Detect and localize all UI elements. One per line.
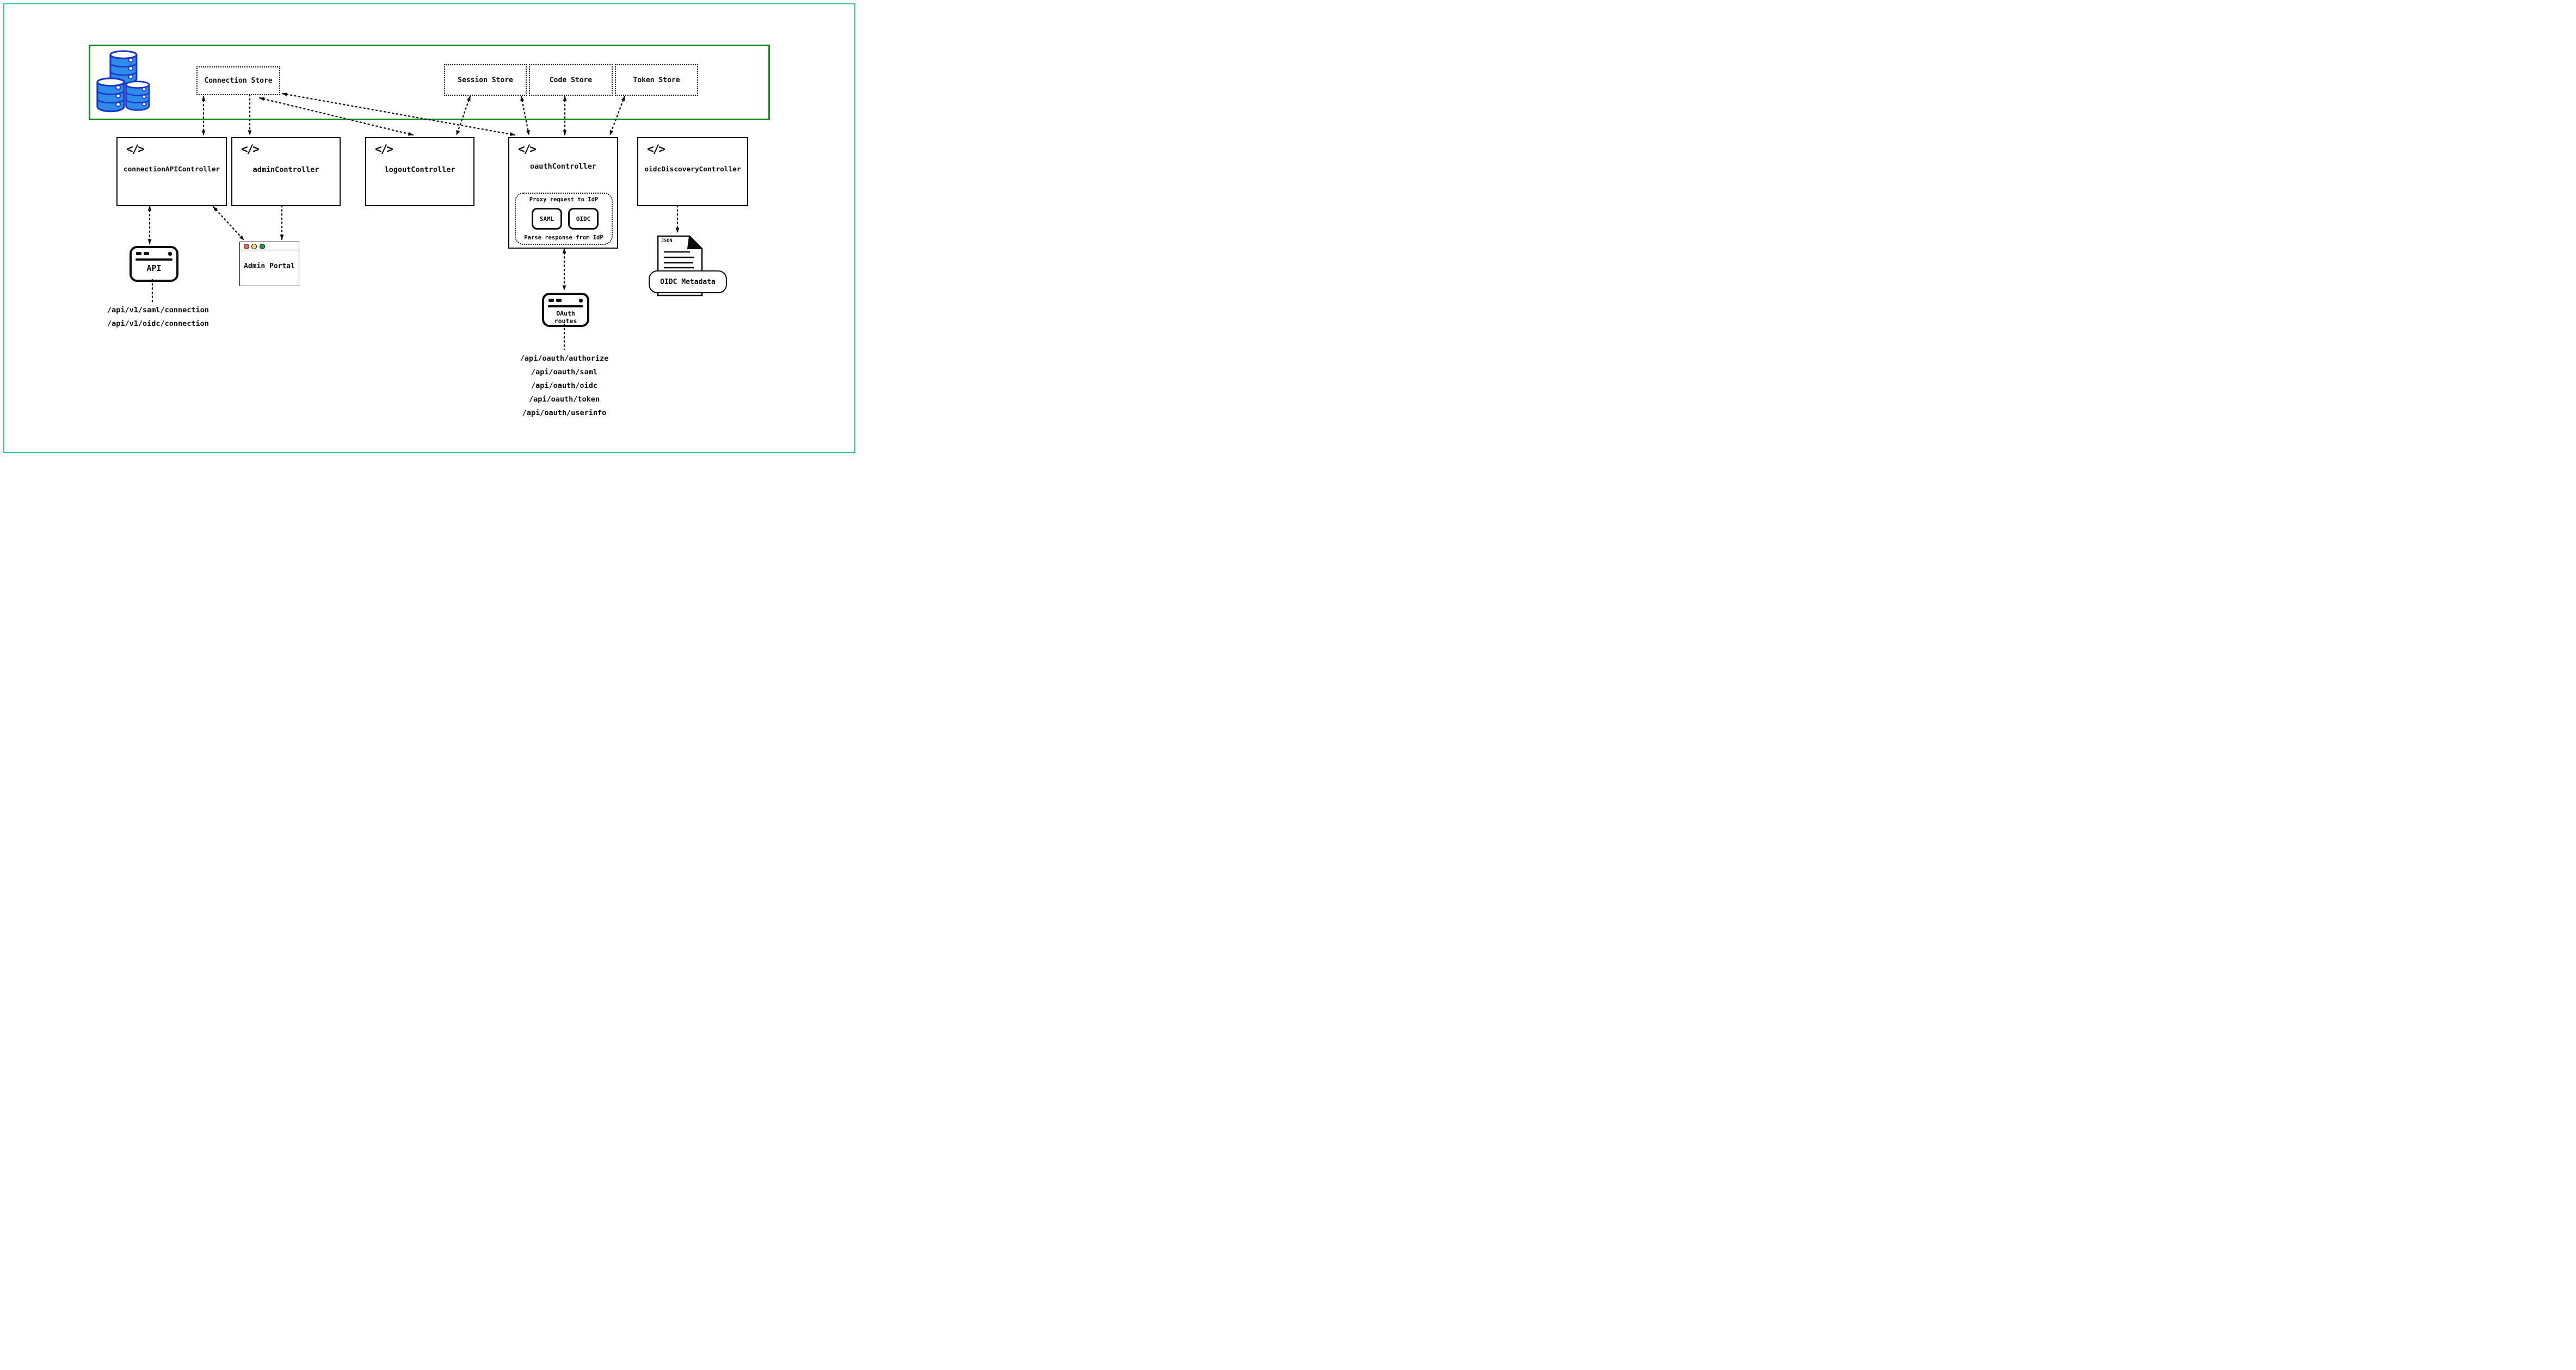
store-code: Code Store bbox=[529, 64, 613, 96]
store-token: Token Store bbox=[615, 64, 698, 96]
code-icon: </> bbox=[126, 143, 145, 156]
oauth-routes-window: OAuth routes bbox=[542, 293, 589, 327]
store-connection-label: Connection Store bbox=[204, 77, 273, 85]
oidc-metadata-document: JSON OIDC Metadata bbox=[649, 234, 732, 298]
window-control-icon bbox=[168, 252, 172, 256]
oidc-label: OIDC bbox=[576, 215, 591, 223]
controller-oidc-discovery-label: oidcDiscoveryController bbox=[644, 165, 741, 174]
controller-connection-api: </> connectionAPIController bbox=[116, 137, 227, 206]
endpoint-item: /api/oauth/token bbox=[528, 395, 600, 404]
minimize-traffic-light-icon bbox=[251, 244, 257, 249]
oauth-routes-label: OAuth routes bbox=[554, 310, 577, 325]
close-traffic-light-icon bbox=[244, 244, 249, 249]
file-type-label: JSON bbox=[661, 238, 673, 244]
admin-portal-label: Admin Portal bbox=[244, 262, 295, 270]
admin-portal-titlebar bbox=[240, 242, 299, 250]
store-token-label: Token Store bbox=[633, 76, 680, 84]
controller-admin-label: adminController bbox=[252, 165, 319, 174]
proxy-request-label: Proxy request to IdP bbox=[529, 196, 599, 203]
controller-logout: </> logoutController bbox=[365, 137, 474, 206]
endpoint-item: /api/oauth/authorize bbox=[520, 354, 609, 363]
endpoint-item: /api/v1/oidc/connection bbox=[107, 319, 209, 328]
oidc-protocol-box: OIDC bbox=[568, 208, 599, 230]
endpoint-item: /api/oauth/oidc bbox=[531, 381, 597, 390]
store-code-label: Code Store bbox=[549, 76, 593, 84]
endpoint-item: /api/oauth/saml bbox=[531, 368, 597, 377]
code-icon: </> bbox=[518, 143, 537, 156]
database-icon bbox=[96, 50, 150, 113]
code-icon: </> bbox=[375, 143, 393, 156]
connection-api-endpoints: /api/v1/saml/connection /api/v1/oidc/con… bbox=[107, 306, 209, 333]
admin-portal-window: Admin Portal bbox=[239, 242, 299, 286]
window-control-icon bbox=[556, 299, 562, 302]
zoom-traffic-light-icon bbox=[260, 244, 265, 249]
window-control-icon bbox=[144, 252, 149, 255]
controller-oidc-discovery: </> oidcDiscoveryController bbox=[637, 137, 748, 206]
window-control-icon bbox=[549, 299, 554, 302]
store-session: Session Store bbox=[444, 64, 527, 96]
oauth-endpoints: /api/oauth/authorize /api/oauth/saml /ap… bbox=[515, 354, 613, 422]
controller-oauth-label: oauthController bbox=[530, 162, 596, 171]
store-connection: Connection Store bbox=[196, 66, 280, 95]
oidc-metadata-caption-text: OIDC Metadata bbox=[660, 277, 716, 286]
window-toolbar-line bbox=[548, 305, 583, 307]
window-toolbar-line bbox=[135, 258, 172, 261]
api-window: API bbox=[130, 246, 178, 282]
controller-oauth: </> oauthController Proxy request to IdP… bbox=[508, 137, 618, 249]
api-window-label: API bbox=[146, 263, 162, 273]
store-session-label: Session Store bbox=[458, 76, 513, 84]
endpoint-item: /api/v1/saml/connection bbox=[107, 306, 209, 314]
endpoint-item: /api/oauth/userinfo bbox=[522, 409, 607, 417]
parse-response-label: Parse response from IdP bbox=[524, 234, 603, 241]
saml-protocol-box: SAML bbox=[532, 208, 562, 230]
code-icon: </> bbox=[241, 143, 260, 156]
diagram-canvas: Connection Store Session Store Code Stor… bbox=[0, 0, 859, 456]
oidc-metadata-caption: OIDC Metadata bbox=[649, 270, 727, 293]
edge-connectionapicontroller-adminportal bbox=[212, 206, 245, 241]
window-control-icon bbox=[136, 252, 141, 255]
code-icon: </> bbox=[647, 143, 665, 156]
controller-admin: </> adminController bbox=[231, 137, 341, 206]
controller-logout-label: logoutController bbox=[384, 165, 455, 174]
window-control-icon bbox=[579, 299, 583, 303]
controller-connection-api-label: connectionAPIController bbox=[123, 165, 220, 174]
saml-label: SAML bbox=[539, 215, 554, 223]
idp-proxy-group: Proxy request to IdP SAML OIDC Parse res… bbox=[515, 193, 613, 245]
